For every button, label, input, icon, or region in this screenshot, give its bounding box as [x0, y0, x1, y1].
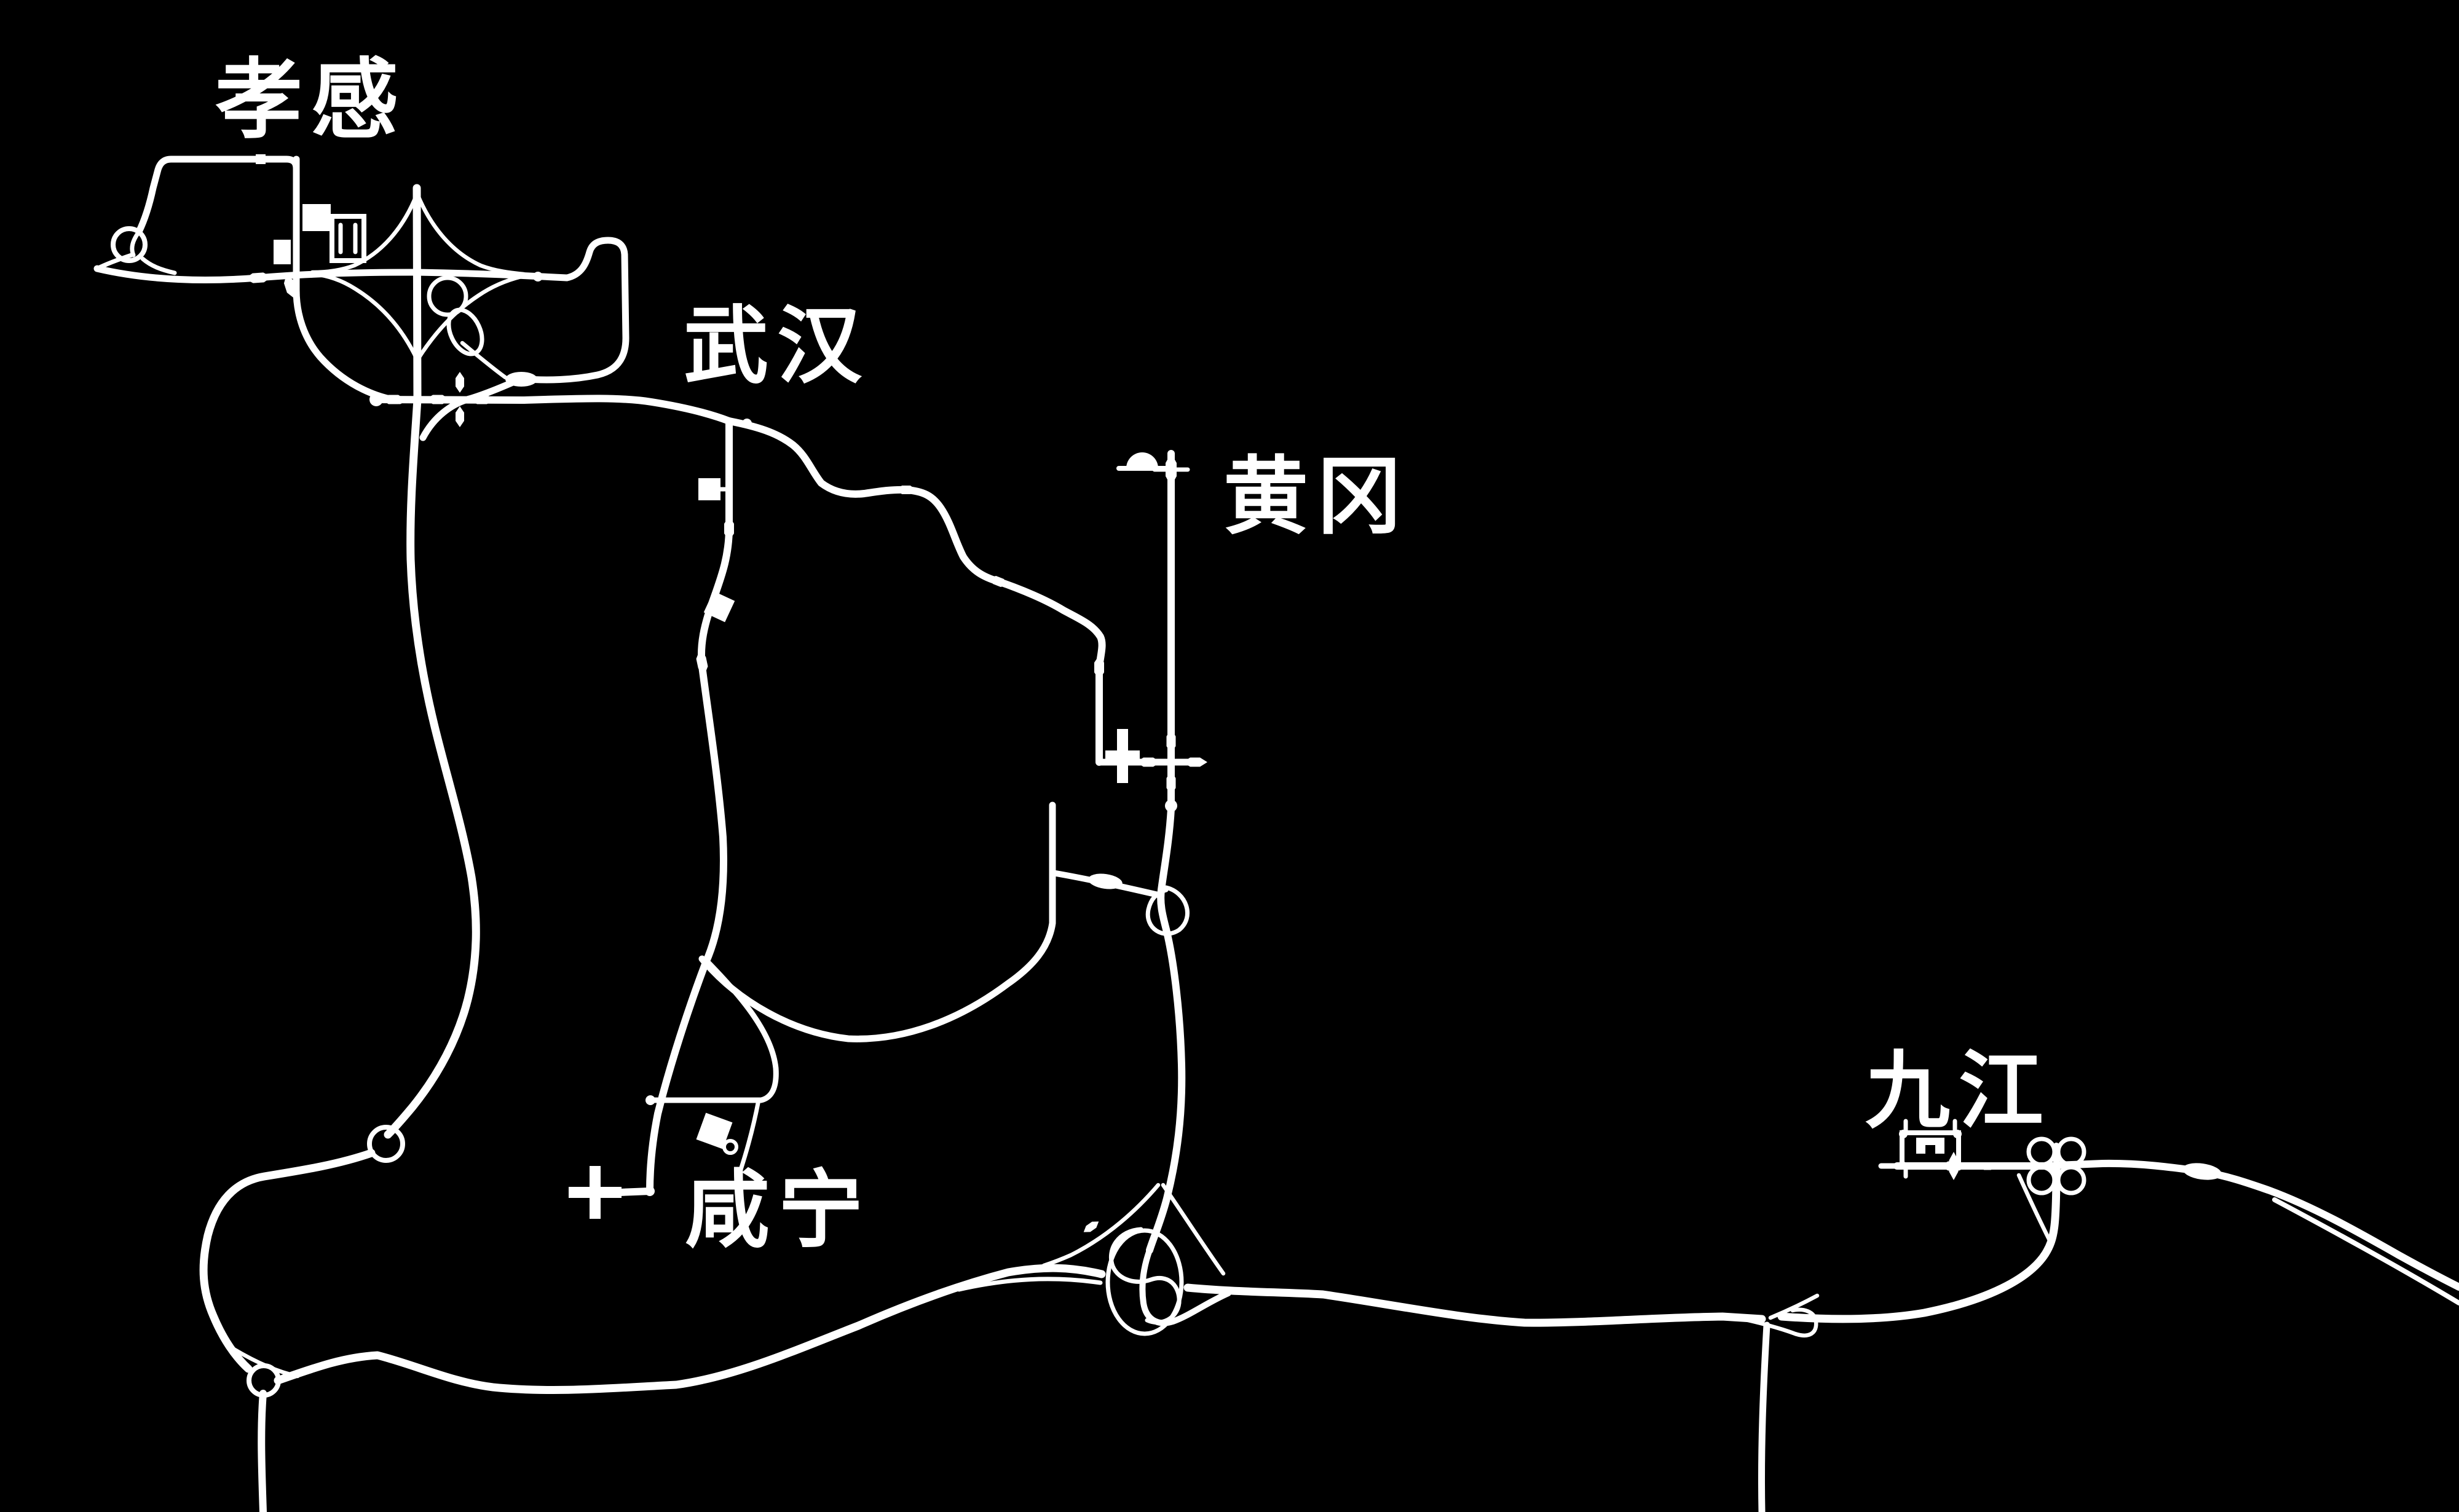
hook-bulge-node — [505, 372, 537, 387]
t3-ramp-arrow — [1083, 1221, 1099, 1232]
hg-cross-diamond-e — [1183, 757, 1207, 767]
wuhan-se-highway — [725, 417, 1106, 766]
xianning-trumpet-loop — [367, 1125, 405, 1163]
station-road-node-1 — [1967, 1162, 1974, 1170]
t4-teardrop-ramp — [1723, 1307, 1818, 1338]
jiujiang-link-road — [1777, 1165, 2061, 1323]
jiujiang-highway-east — [2053, 1159, 2459, 1291]
hook-cross-diamond-s — [456, 406, 464, 427]
t3-east-ramp — [1161, 1183, 1226, 1276]
station-knob-sw — [1900, 1162, 1907, 1169]
t3-trumpet-ring — [1105, 1228, 1184, 1336]
x0-teardrop-loop — [446, 307, 484, 356]
wuhan-se-diamond — [989, 575, 1008, 588]
jiujiang-parallel-lane — [2272, 1197, 2459, 1305]
xianning-east-link — [698, 801, 1056, 1042]
xiaogan-hook-road — [419, 237, 630, 441]
x0-interchange-loop — [427, 275, 468, 317]
huanggang-top-diamond — [1166, 453, 1177, 486]
xiaogan-trumpet-exit-ramp — [140, 256, 177, 275]
huanggang-dome-icon — [1126, 452, 1158, 468]
h1-east-node — [533, 272, 543, 282]
xiaogan-highway-h1 — [93, 265, 570, 283]
clover-west-ramp — [2016, 1173, 2052, 1243]
t3-west-ramp — [1041, 1183, 1161, 1268]
hg-cross-diamond-s — [1166, 771, 1176, 795]
t2-south-exit — [258, 1390, 267, 1512]
north-south-trunk — [384, 184, 480, 1139]
bottom-highway-west — [274, 1264, 1106, 1395]
x0-ramp-ne — [415, 192, 526, 277]
block-connector-node — [645, 1095, 655, 1105]
t2-trumpet-loop — [247, 1363, 281, 1398]
xiaogan-trumpet-entry-ramp — [130, 229, 141, 258]
hook-cross-diamond-n — [456, 372, 464, 393]
huanggang-teardrop-loop — [1145, 885, 1190, 936]
station-star-v — [1949, 1152, 1959, 1180]
xianning-block-right-side — [703, 957, 779, 1103]
h2-diamond-1 — [381, 395, 406, 404]
bottom-highway-merge-lane — [957, 1277, 1103, 1292]
v2-diamond — [1094, 655, 1104, 680]
h1-node-diamond — [245, 272, 272, 283]
xianning-tilted-icon — [696, 1112, 733, 1149]
x0-ramp-sw — [311, 272, 419, 361]
station-knob-nw — [1899, 1130, 1908, 1138]
xiaogan-trumpet-loop — [111, 226, 148, 263]
wuhan-highway-h2 — [373, 395, 733, 425]
wuhan-tilted-icon — [703, 591, 735, 623]
xiaogan-building-b — [330, 214, 366, 263]
hg-cross-diamond-n — [1166, 729, 1176, 754]
h2-west-end-node — [369, 393, 383, 406]
huanggang-south-road — [1146, 805, 1186, 1254]
clover-loop-ne — [2056, 1136, 2086, 1167]
jiujiang-bulge-node — [2182, 1163, 2222, 1180]
x0-ramp-se — [416, 274, 524, 361]
xiaogan-building-c — [274, 240, 291, 264]
clover-loop-se — [2056, 1165, 2086, 1195]
city-label-xiaogan: 孝感 — [215, 50, 407, 151]
station-knob-ne — [1953, 1130, 1962, 1138]
bottom-highway-east — [1183, 1283, 1766, 1327]
huanggang-plus-icon — [1105, 750, 1140, 762]
huanggang-south-node — [1165, 800, 1177, 812]
wuhan-se-arrow-node — [896, 486, 917, 494]
xiaogan-ring-node — [256, 154, 266, 164]
hg-cross-diamond-w — [1136, 757, 1161, 767]
station-outline — [1900, 1130, 1961, 1170]
xianning-block-south-stub — [735, 1098, 761, 1181]
xianning-plus-icon — [569, 1187, 622, 1198]
block-left-node — [645, 1186, 655, 1196]
x0-ramp-hook-link — [460, 341, 508, 380]
t4-south-exit — [1758, 1321, 1770, 1512]
station-road-node-2 — [1981, 1162, 1988, 1170]
wuhan-ring-south-road — [616, 417, 733, 1196]
city-label-xianning: 咸宁 — [685, 1161, 872, 1260]
city-label-wuhan: 武汉 — [684, 297, 870, 396]
station-inner-notch — [1925, 1145, 1935, 1156]
city-label-jiujiang: 九江 — [1865, 1042, 2052, 1141]
xiaogan-ring-road — [135, 156, 300, 235]
h5-bulge-node — [1088, 873, 1123, 889]
xianning-west-arc — [199, 1149, 376, 1373]
t4-east-ramp — [1768, 1293, 1820, 1320]
xianning-icon-ring — [722, 1139, 738, 1155]
wuhan-service-icon — [698, 478, 720, 500]
wuhan-ring-diamond-2 — [696, 650, 708, 675]
city-label-huanggang: 黄冈 — [1223, 447, 1410, 546]
h2-diamond-3 — [470, 395, 494, 404]
h2-east-node — [742, 419, 752, 428]
wuhan-ring-diamond-1 — [724, 516, 734, 541]
xiaogan-building-a — [302, 204, 331, 231]
h2-diamond-2 — [425, 395, 450, 404]
xiaogan-ring-se-branch — [293, 269, 403, 404]
clover-loop-sw — [2026, 1165, 2057, 1195]
ring-se-node-diamond — [283, 274, 297, 299]
clover-loop-nw — [2026, 1136, 2057, 1167]
